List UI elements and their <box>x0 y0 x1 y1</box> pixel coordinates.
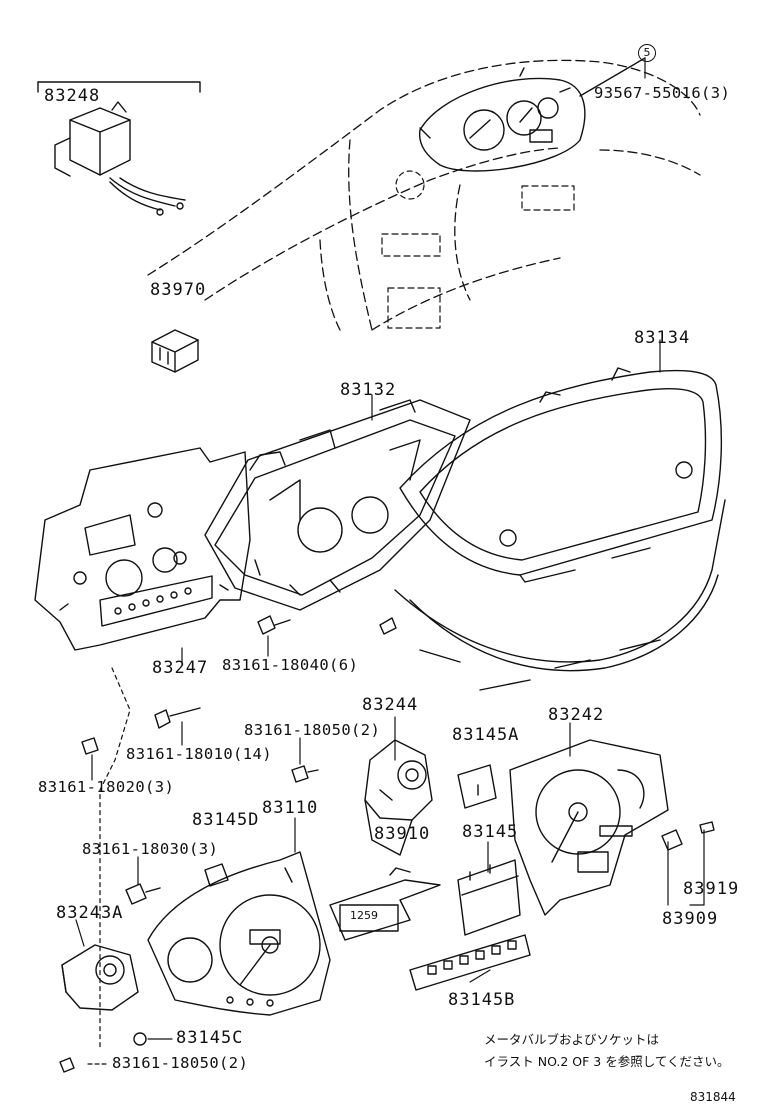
label-83110: 83110 <box>262 798 319 818</box>
label-83909: 83909 <box>662 909 719 929</box>
label-83243A: 83243A <box>56 903 124 923</box>
label-83242: 83242 <box>548 705 605 725</box>
dashboard-cluster-mini <box>418 57 646 172</box>
bulbs-83909-83919 <box>661 821 715 851</box>
label-83244: 83244 <box>362 695 419 715</box>
cap-83145A <box>457 764 497 809</box>
label-83161-18040: 83161-18040(6) <box>222 656 359 674</box>
display-readout: 1259 <box>350 909 378 922</box>
note-line-2: イラスト NO.2 OF 3 を参照してください。 <box>484 1054 730 1069</box>
label-83919: 83919 <box>683 879 740 899</box>
label-83145: 83145 <box>462 822 519 842</box>
relay-83248 <box>37 81 201 216</box>
strip-83145 <box>457 859 521 936</box>
label-83161-18010: 83161-18010(14) <box>126 745 272 763</box>
figure-code: 831844 <box>690 1090 736 1104</box>
label-83134: 83134 <box>634 328 691 348</box>
dashboard-openings <box>381 170 575 329</box>
bulb-83145C <box>133 1032 147 1046</box>
dial-83242 <box>509 739 669 916</box>
leader-lines <box>75 57 705 1065</box>
label-83248: 83248 <box>44 86 101 106</box>
label-83132: 83132 <box>340 380 397 400</box>
case-83132 <box>204 399 471 611</box>
label-83970: 83970 <box>150 280 207 300</box>
label-83145C: 83145C <box>176 1028 244 1048</box>
label-83161-18020: 83161-18020(3) <box>38 778 175 796</box>
note-line-1: メータバルブおよびソケットは <box>484 1032 660 1047</box>
switch-83970 <box>151 329 199 373</box>
screws <box>59 615 319 1073</box>
label-83247: 83247 <box>152 658 209 678</box>
strip-83145B <box>409 934 531 991</box>
trim-bezel <box>379 499 726 691</box>
reference-marker: 5 <box>638 44 656 62</box>
label-83161-18030: 83161-18030(3) <box>82 840 219 858</box>
label-83145A: 83145A <box>452 725 520 745</box>
label-83161-18050-upper: 83161-18050(2) <box>244 721 381 739</box>
socket-83244 <box>364 739 433 856</box>
dial-83110 <box>147 851 331 1016</box>
display-83910 <box>329 867 441 941</box>
dashboard-outline <box>147 59 701 331</box>
label-93567-55016: 93567-55016(3) <box>594 84 731 102</box>
label-83145B: 83145B <box>448 990 516 1010</box>
label-83161-18050-lower: 83161-18050(2) <box>112 1054 249 1072</box>
lens-83134 <box>399 367 723 583</box>
label-83145D: 83145D <box>192 810 260 830</box>
label-83910: 83910 <box>374 824 431 844</box>
socket-83243A <box>61 944 139 1011</box>
cap-83145D <box>204 863 229 887</box>
gasket-83247 <box>34 447 251 651</box>
